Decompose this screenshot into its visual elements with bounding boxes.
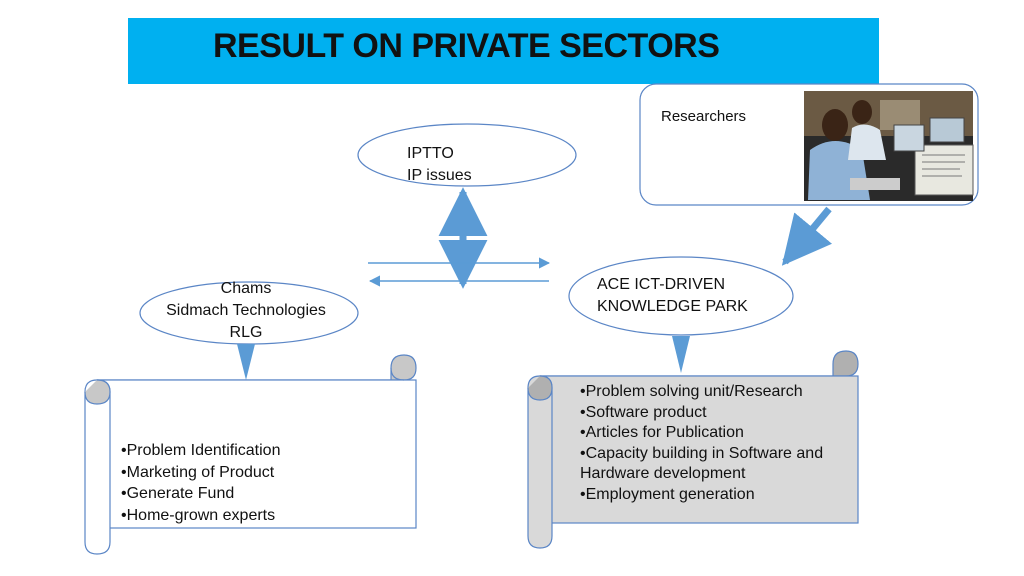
- list-item: Problem solving unit/Research: [580, 382, 830, 403]
- ace-text: ACE ICT-DRIVEN KNOWLEDGE PARK: [597, 274, 748, 318]
- list-item: Home-grown experts: [121, 505, 401, 527]
- researchers-label: Researchers: [661, 108, 747, 125]
- chams-pointer: [237, 344, 255, 380]
- iptto-text: IPTTO IP issues: [407, 143, 472, 187]
- chams-line3: RLG: [229, 324, 263, 341]
- iptto-ellipse: [357, 123, 577, 187]
- list-item: Problem Identification: [121, 440, 401, 462]
- right-scroll-list: Problem solving unit/Research Software p…: [580, 382, 830, 506]
- list-item: Capacity building in Software and Hardwa…: [580, 444, 830, 485]
- iptto-line1: IPTTO: [407, 145, 454, 162]
- list-item: Software product: [580, 403, 830, 424]
- left-scroll-list: Problem Identification Marketing of Prod…: [121, 440, 401, 526]
- list-item: Generate Fund: [121, 483, 401, 505]
- chams-line1: Chams: [220, 280, 272, 297]
- list-item: Employment generation: [580, 485, 830, 506]
- page-title: RESULT ON PRIVATE SECTORS: [213, 27, 720, 65]
- chams-line2: Sidmach Technologies: [166, 302, 326, 319]
- ace-line2: KNOWLEDGE PARK: [597, 298, 748, 315]
- title-banner: [128, 18, 879, 84]
- chams-text: Chams Sidmach Technologies RLG: [146, 278, 346, 344]
- iptto-line2: IP issues: [407, 167, 472, 184]
- ace-ellipse: [568, 256, 794, 336]
- ace-line1: ACE ICT-DRIVEN: [597, 276, 726, 293]
- researchers-photo: [804, 91, 974, 201]
- researchers-to-ace-arrow: [781, 206, 833, 266]
- ace-pointer: [672, 336, 690, 373]
- list-item: Articles for Publication: [580, 423, 830, 444]
- list-item: Marketing of Product: [121, 462, 401, 484]
